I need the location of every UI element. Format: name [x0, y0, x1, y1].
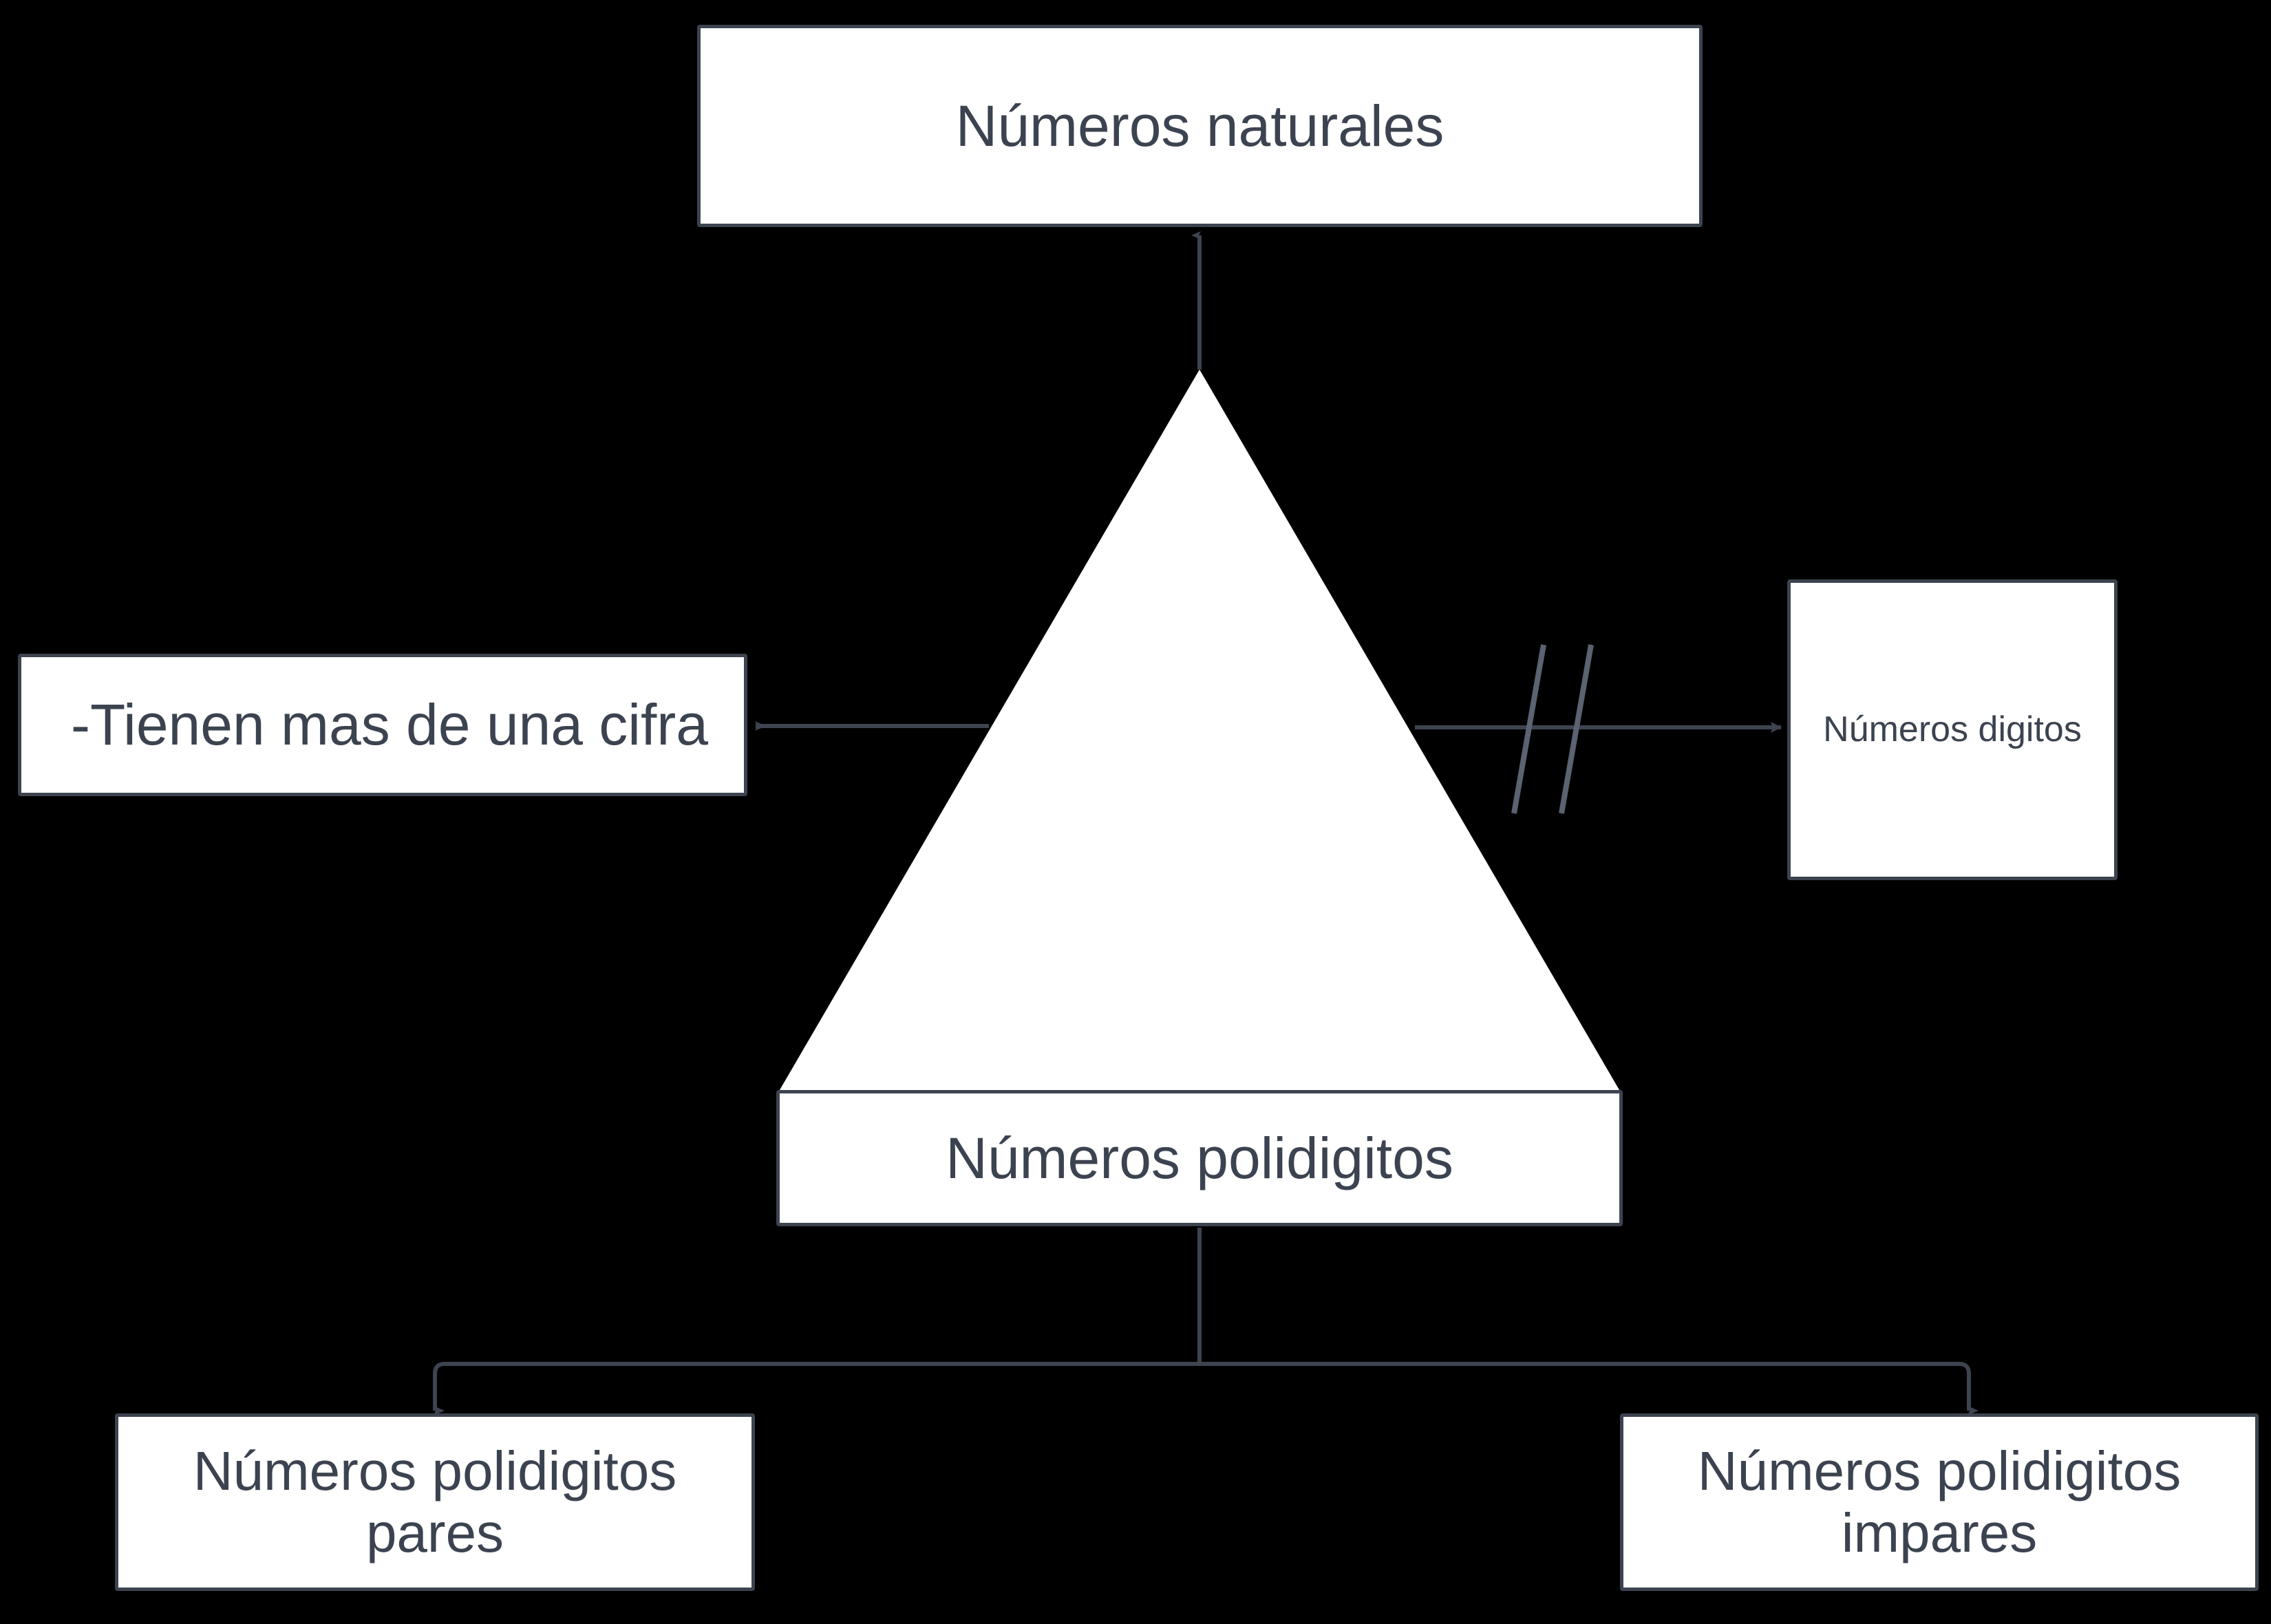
node-label: Números polidigitos impares [1697, 1440, 2182, 1563]
node-numeros-polidigitos-impares[interactable]: Números polidigitos impares [1620, 1413, 2259, 1591]
node-label: Números naturales [955, 93, 1444, 158]
double-slash-icon [1511, 644, 1594, 814]
node-label: Números polidigitos pares [193, 1440, 677, 1563]
node-numeros-digitos[interactable]: Números digitos [1787, 579, 2118, 880]
white-triangle [778, 370, 1621, 1093]
node-label: Números digitos [1823, 709, 2082, 750]
node-numeros-naturales[interactable]: Números naturales [697, 25, 1703, 227]
connector-polidigitos-children [433, 1228, 1979, 1415]
node-numeros-polidigitos-pares[interactable]: Números polidigitos pares [115, 1413, 755, 1591]
node-label: Números polidigitos [946, 1125, 1453, 1190]
node-numeros-polidigitos[interactable]: Números polidigitos [776, 1090, 1623, 1226]
node-tienen-mas-de-una-cifra[interactable]: -Tienen mas de una cifra [18, 654, 747, 796]
node-label: -Tienen mas de una cifra [70, 692, 708, 758]
